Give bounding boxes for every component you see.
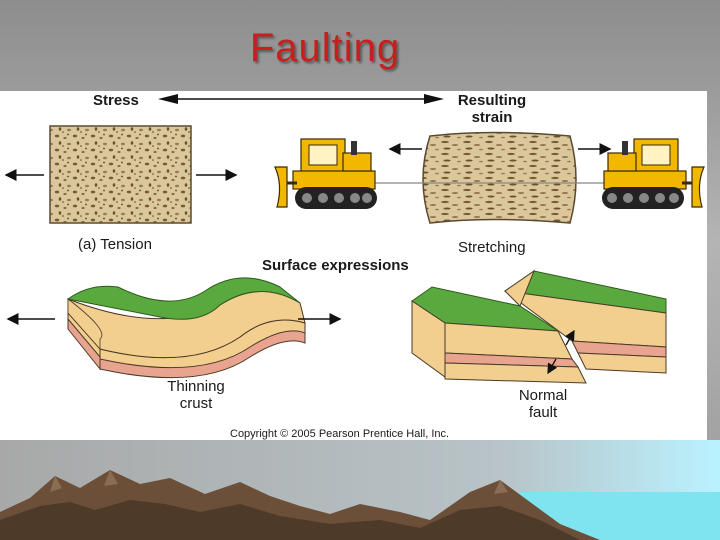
resulting-strain-line2: strain: [471, 109, 513, 126]
normal-fault-line1: Normal: [518, 387, 568, 404]
undeformed-rock-block: [49, 125, 192, 224]
thinning-crust-block: [66, 277, 306, 379]
normal-fault-block: [411, 269, 667, 384]
panel-label-tension: (a) Tension: [78, 236, 152, 253]
bulldozer-left: [274, 138, 377, 209]
figure-illustration: [4, 94, 705, 384]
stress-strain-arrow-left-head: [158, 94, 178, 104]
bulldozer-right: [602, 138, 705, 209]
thinning-crust-line2: crust: [179, 395, 213, 412]
normal-fault-line2: fault: [528, 404, 558, 421]
thinning-crust-label: Thinning crust: [156, 378, 236, 412]
fault-motion-arrow-up: [564, 329, 575, 346]
tension-faulting-figure: Stress Resulting strain (a) Tension Stre…: [0, 91, 707, 441]
surface-expressions-label: Surface expressions: [262, 257, 409, 274]
thinning-crust-line1: Thinning: [167, 378, 225, 395]
stress-strain-arrow-right-head: [424, 94, 444, 104]
mountain-range-decoration: [0, 440, 720, 540]
stretched-rock-block: [422, 131, 577, 224]
fault-motion-arrow-down: [547, 358, 558, 375]
resulting-strain-line1: Resulting: [457, 92, 527, 109]
stress-label: Stress: [93, 92, 139, 109]
normal-fault-label: Normal fault: [505, 387, 581, 421]
stretching-label: Stretching: [458, 239, 526, 256]
copyright-notice: Copyright © 2005 Pearson Prentice Hall, …: [230, 428, 450, 440]
slide-title: Faulting: [249, 26, 401, 70]
resulting-strain-label: Resulting strain: [446, 92, 538, 126]
